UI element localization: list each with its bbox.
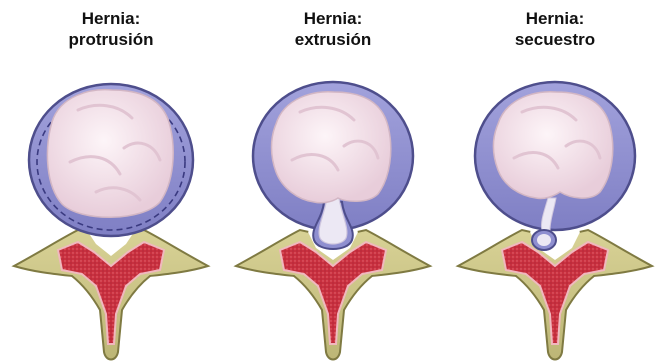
extrusion-illustration	[222, 52, 444, 364]
panel-protrusion: Hernia: protrusión	[0, 0, 222, 364]
disc-nucleus	[47, 90, 173, 218]
panel-title-extrusion: Hernia: extrusión	[222, 8, 444, 50]
panel-sequestration: Hernia: secuestro	[444, 0, 666, 364]
sequestration-illustration	[444, 52, 666, 364]
sequestered-fragment-core	[537, 234, 551, 246]
panel-title-line1: Hernia:	[222, 8, 444, 29]
panel-title-line2: extrusión	[222, 29, 444, 50]
panel-title-line2: protrusión	[0, 29, 222, 50]
panel-extrusion: Hernia: extrusión	[222, 0, 444, 364]
protrusion-illustration	[0, 52, 222, 364]
panel-title-protrusion: Hernia: protrusión	[0, 8, 222, 50]
panel-title-line1: Hernia:	[444, 8, 666, 29]
panel-title-sequestration: Hernia: secuestro	[444, 8, 666, 50]
panel-title-line1: Hernia:	[0, 8, 222, 29]
panel-title-line2: secuestro	[444, 29, 666, 50]
